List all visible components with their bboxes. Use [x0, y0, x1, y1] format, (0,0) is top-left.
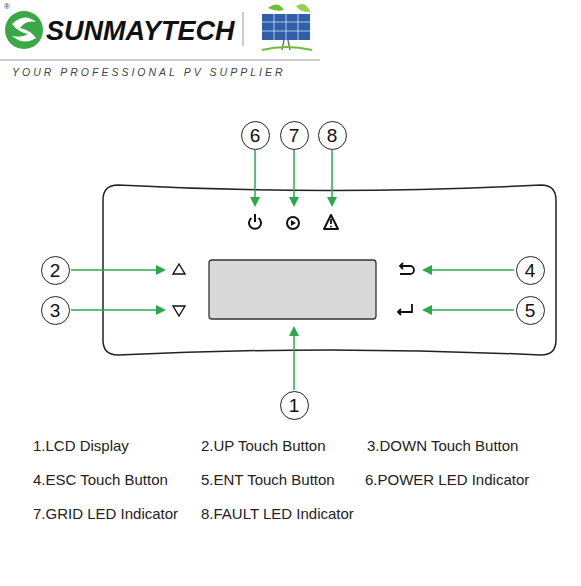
lcd-display	[209, 260, 376, 319]
callout-number: 6	[250, 126, 261, 145]
legend-text: 3.DOWN Touch Button	[367, 437, 518, 454]
legend-text: 6.POWER LED Indicator	[365, 471, 529, 488]
callout-number: 1	[289, 396, 300, 415]
callout-number: 8	[327, 126, 338, 145]
esc-button	[400, 263, 414, 274]
callout-circle: 7	[280, 121, 309, 150]
ent-button	[398, 304, 412, 315]
registered-mark: ®	[4, 2, 10, 11]
legend-text: 5.ENT Touch Button	[201, 471, 335, 488]
legend-text: 8.FAULT LED Indicator	[201, 505, 354, 522]
callout-circle: 1	[280, 391, 309, 420]
tagline: YOUR PROFESSIONAL PV SUPPLIER	[12, 66, 286, 78]
down-button	[173, 306, 185, 316]
callout-circle: 4	[516, 256, 545, 285]
grid-icon	[287, 217, 299, 229]
divider	[243, 12, 244, 46]
callout-circle: 3	[41, 296, 70, 325]
brand-name: SUNMAYTECH	[46, 16, 235, 47]
power-icon	[249, 214, 261, 229]
fault-icon	[324, 215, 338, 229]
logo-icon	[5, 11, 43, 49]
leader-arrows	[71, 150, 514, 390]
callout-circle: 6	[241, 121, 270, 150]
callout-number: 7	[289, 126, 300, 145]
legend-text: 2.UP Touch Button	[201, 437, 326, 454]
callout-number: 5	[525, 301, 536, 320]
callout-circle: 2	[41, 256, 70, 285]
callout-number: 2	[50, 261, 61, 280]
panel-outline	[103, 185, 556, 355]
solar-panel-icon	[262, 4, 312, 50]
legend-text: 1.LCD Display	[33, 437, 129, 454]
callout-circle: 5	[516, 296, 545, 325]
legend-text: 4.ESC Touch Button	[33, 471, 168, 488]
header-rule	[0, 60, 320, 61]
callout-number: 4	[525, 261, 536, 280]
up-button	[173, 264, 185, 274]
callout-circle: 8	[318, 121, 347, 150]
legend-text: 7.GRID LED Indicator	[33, 505, 178, 522]
callout-number: 3	[50, 301, 61, 320]
